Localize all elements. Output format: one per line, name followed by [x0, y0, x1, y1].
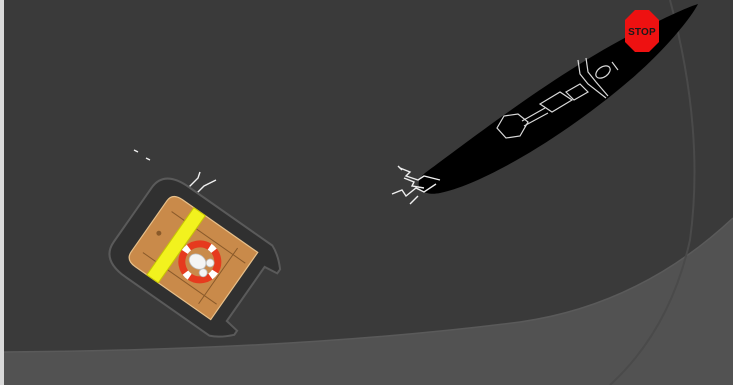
stop-sign-icon[interactable]: STOP: [625, 10, 659, 52]
stop-sign-label: STOP: [628, 27, 656, 38]
